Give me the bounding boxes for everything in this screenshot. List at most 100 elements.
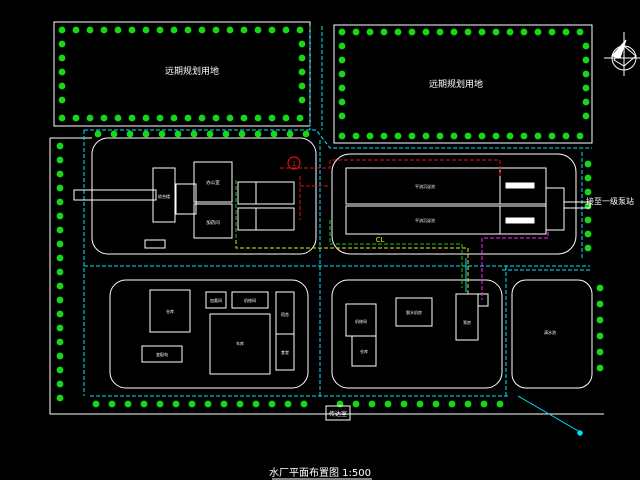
tree-dot: [384, 400, 392, 408]
reserve-area-right: [333, 24, 593, 144]
tree-dot: [422, 28, 430, 36]
tree-dot: [124, 400, 132, 408]
sm-building-center-label: 脱水机房: [406, 309, 422, 315]
tree-dot: [56, 380, 64, 388]
tree-dot: [352, 132, 360, 140]
tree-dot: [86, 26, 94, 34]
tree-dot: [56, 170, 64, 178]
tree-dot: [56, 212, 64, 220]
tree-dot: [492, 132, 500, 140]
tree-dot: [422, 132, 430, 140]
sm-building-center: [395, 297, 433, 327]
tree-dot: [56, 156, 64, 164]
tree-dot: [72, 114, 80, 122]
tree-dot: [464, 400, 472, 408]
tree-dot: [408, 132, 416, 140]
tree-dot: [520, 28, 528, 36]
sw-building-long: [141, 345, 183, 363]
tree-dot: [464, 28, 472, 36]
tree-dot: [58, 114, 66, 122]
main-building-label: 综合楼: [158, 193, 170, 199]
tree-dot: [584, 160, 592, 168]
block-southmid: [331, 279, 503, 389]
filter-unit-bottom: [237, 207, 295, 231]
tree-dot: [226, 114, 234, 122]
tree-dot: [184, 114, 192, 122]
tree-dot: [298, 54, 306, 62]
tree-dot: [128, 114, 136, 122]
tree-dot: [254, 114, 262, 122]
mid-building-label: 加药间: [206, 219, 220, 226]
tree-dot: [100, 26, 108, 34]
tree-dot: [480, 400, 488, 408]
tree-dot: [56, 366, 64, 374]
pipe-tag-label: CL: [376, 236, 385, 244]
tree-dot: [562, 28, 570, 36]
tree-dot: [268, 114, 276, 122]
tree-dot: [450, 28, 458, 36]
tree-dot: [582, 112, 590, 120]
tree-dot: [534, 132, 542, 140]
basin-top: [345, 167, 547, 205]
tree-dot: [492, 28, 500, 36]
tree-dot: [394, 132, 402, 140]
tree-dot: [582, 84, 590, 92]
pipe-magenta: [481, 232, 549, 300]
tree-dot: [58, 68, 66, 76]
tree-dot: [220, 400, 228, 408]
tree-dot: [296, 26, 304, 34]
tree-dot: [302, 130, 310, 138]
tree-dot: [56, 268, 64, 276]
tree-dot: [252, 400, 260, 408]
tree-dot: [416, 400, 424, 408]
reserve-label-right: 远期规划用地: [429, 78, 483, 90]
tree-dot: [436, 28, 444, 36]
sw-building-thin-bottom-label: 食堂: [281, 349, 289, 355]
tree-dot: [584, 216, 592, 224]
outlet-label: 接至一级泵站: [586, 196, 634, 206]
tree-dot: [338, 28, 346, 36]
sw-building-thin-top-label: 宿舍: [281, 311, 289, 317]
tree-dot: [338, 42, 346, 50]
tree-dot: [184, 26, 192, 34]
road-north: [84, 129, 592, 149]
tree-dot: [394, 28, 402, 36]
tree-dot: [286, 130, 294, 138]
tree-dot: [174, 130, 182, 138]
se-building: [455, 293, 479, 341]
tree-dot: [436, 132, 444, 140]
tree-dot: [408, 28, 416, 36]
tree-dot: [58, 26, 66, 34]
tree-dot: [56, 240, 64, 248]
tree-dot: [432, 400, 440, 408]
tree-dot: [548, 132, 556, 140]
tree-dot: [94, 130, 102, 138]
se-building-annex: [477, 293, 489, 307]
main-building: [152, 167, 176, 223]
outlet-pipe: [563, 201, 591, 209]
basin-outlet: [545, 187, 565, 231]
tree-dot: [584, 230, 592, 238]
block-southeast: [511, 279, 593, 389]
tree-dot: [584, 188, 592, 196]
tree-dot: [582, 98, 590, 106]
tree-dot: [56, 324, 64, 332]
tree-dot: [86, 114, 94, 122]
tree-dot: [368, 400, 376, 408]
basin-top-label: 平流沉淀池: [415, 183, 435, 189]
mid-building: [193, 203, 233, 239]
tree-dot: [56, 338, 64, 346]
sw-building-left: [149, 289, 191, 333]
tree-dot: [520, 132, 528, 140]
main-building-wing: [175, 183, 197, 215]
outfall-line: [517, 395, 581, 433]
north-arrow-icon: [604, 32, 640, 76]
tree-dot: [298, 68, 306, 76]
tree-dot: [58, 96, 66, 104]
pipe-yellow: [235, 240, 469, 294]
tree-dot: [576, 28, 584, 36]
sm-building-left-label: 机修间: [355, 318, 367, 324]
tree-dot: [156, 114, 164, 122]
gatehouse: [325, 405, 351, 421]
tree-dot: [56, 282, 64, 290]
